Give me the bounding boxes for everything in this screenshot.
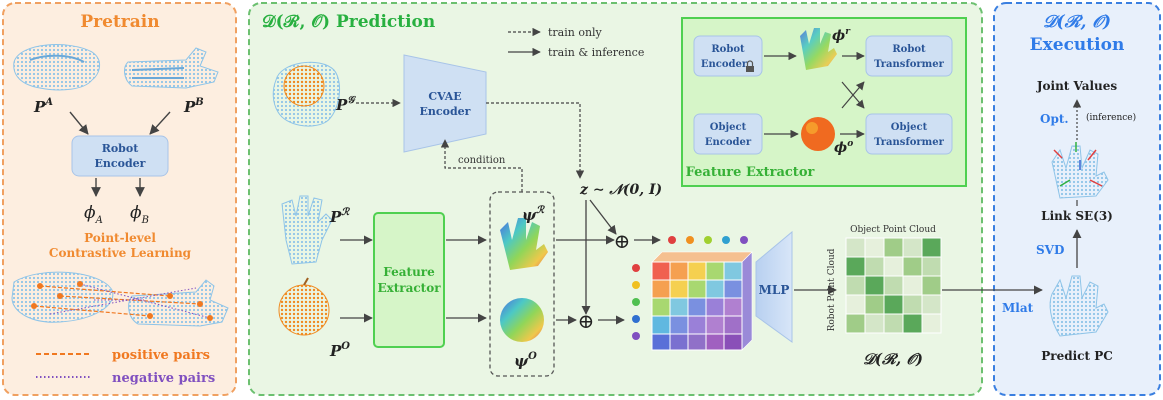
p-a-label: PA — [33, 97, 53, 116]
pretrain-panel: Pretrain PA PB Robot Encoder ϕA ϕB Point… — [2, 2, 237, 396]
psi-r-rainbow-hand — [500, 218, 548, 270]
fe-robot-encoder-l2: Encoder — [701, 59, 748, 70]
contrastive-hands-illustration — [11, 271, 229, 327]
execution-title-1: 𝒟(ℛ, 𝒪) — [1043, 12, 1111, 32]
feature-extractor-inset: Robot Encoder Object Encoder Robot Trans… — [681, 17, 967, 187]
hand-a-pointcloud — [13, 44, 100, 91]
pairwise-feature-cube — [651, 251, 753, 351]
fe-robot-transformer-l1: Robot — [892, 44, 926, 55]
phi-r-label: ϕr — [832, 27, 851, 44]
fe-object-encoder-l2: Encoder — [705, 137, 752, 148]
condition-label: condition — [458, 155, 506, 166]
phi-b-label: ϕB — [130, 203, 149, 226]
feature-dots-column — [632, 264, 640, 340]
contrastive-title-2: Contrastive Learning — [49, 246, 192, 260]
object-pc-label: Object Point Cloud — [850, 225, 936, 235]
execution-panel: 𝒟(ℛ, 𝒪) Execution Joint Values Opt. (inf… — [993, 2, 1161, 396]
oplus-top: ⊕ — [614, 229, 631, 253]
pretrain-encoder-label-2: Encoder — [95, 157, 146, 170]
fe-object-transformer-l1: Object — [891, 122, 928, 133]
object-pointcloud — [278, 277, 330, 336]
positive-pairs-label: positive pairs — [112, 348, 210, 363]
fe-label-1: Feature — [383, 265, 435, 279]
fe-object-transformer-l2: Transformer — [874, 137, 945, 148]
mlat-label: Mlat — [1002, 301, 1034, 315]
mlp-label: MLP — [759, 283, 790, 297]
opt-label: Opt. — [1040, 112, 1069, 126]
prediction-title: 𝒟(ℛ, 𝒪) Prediction — [262, 12, 435, 32]
svd-label: SVD — [1036, 243, 1064, 257]
fe-object-encoder-l1: Object — [710, 122, 747, 133]
link-frames-hand — [1051, 142, 1109, 199]
phi-o-apple — [801, 117, 835, 151]
robot-pc-label: Robot Point Cloud — [827, 248, 837, 331]
fe-label-2: Extractor — [377, 281, 441, 295]
robot-hand-pointcloud — [281, 195, 333, 265]
feature-dots-row — [668, 236, 748, 244]
legend-train-only: train only — [548, 26, 603, 39]
cvae-label-2: Encoder — [420, 105, 471, 118]
pretrain-title: Pretrain — [80, 12, 159, 32]
p-g-label: P𝒢 — [335, 95, 356, 114]
execution-title-2: Execution — [1030, 35, 1125, 55]
legend-train-inference: train & inference — [548, 46, 644, 59]
fe-inset-title: Feature Extractor — [686, 165, 815, 180]
p-r-label: Pℛ — [329, 206, 350, 226]
cvae-encoder — [403, 54, 487, 153]
psi-r-label: ψℛ — [522, 204, 545, 224]
mlp-block — [755, 230, 793, 343]
pretrain-encoder-label-1: Robot — [102, 142, 140, 155]
psi-container — [489, 191, 555, 377]
link-se3-label: Link SE(3) — [1041, 209, 1113, 223]
psi-o-rainbow-apple — [500, 298, 544, 342]
fe-robot-transformer — [865, 35, 953, 77]
fe-robot-encoder-l1: Robot — [711, 44, 745, 55]
cvae-label-1: CVAE — [428, 90, 461, 103]
p-o-label: PO — [329, 341, 350, 360]
phi-r-hand — [800, 28, 837, 70]
predict-pc-label: Predict PC — [1041, 349, 1113, 363]
negative-pairs-label: negative pairs — [112, 371, 215, 386]
contrastive-title-1: Point-level — [84, 231, 156, 245]
joint-values-label: Joint Values — [1036, 79, 1118, 93]
hand-b-pointcloud — [124, 47, 219, 89]
prediction-panel: 𝒟(ℛ, 𝒪) Prediction train only train & in… — [248, 2, 983, 396]
inference-label: (inference) — [1086, 112, 1136, 123]
fe-robot-encoder — [693, 35, 763, 77]
p-b-label: PB — [183, 97, 204, 116]
grasp-pointcloud — [272, 61, 341, 127]
phi-o-label: ϕo — [834, 139, 853, 156]
phi-a-label: ϕA — [84, 203, 103, 226]
oplus-bottom: ⊕ — [578, 309, 595, 333]
fe-object-encoder — [693, 113, 763, 155]
fe-robot-transformer-l2: Transformer — [874, 59, 945, 70]
feature-extractor-box — [373, 212, 445, 348]
distance-matrix-label: 𝒟(ℛ, 𝒪) — [863, 350, 923, 368]
predicted-pc-hand — [1049, 275, 1109, 337]
pretrain-robot-encoder — [71, 135, 169, 177]
latent-label: z ∼ 𝒩(0, I) — [579, 182, 662, 198]
fe-object-transformer — [865, 113, 953, 155]
psi-o-label: ψO — [514, 351, 537, 370]
distance-matrix — [845, 237, 942, 334]
lock-icon — [746, 60, 754, 72]
